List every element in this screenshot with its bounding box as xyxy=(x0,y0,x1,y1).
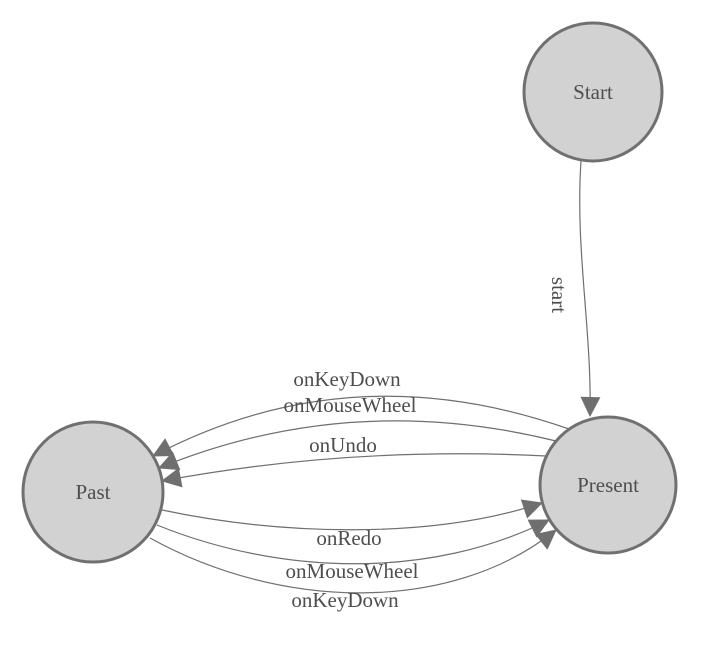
edge-past-to-present-onredo xyxy=(161,499,543,531)
state-node-past xyxy=(21,420,165,564)
edge-present-to-past-onundo xyxy=(161,453,547,488)
edge-label-onundo: onUndo xyxy=(309,433,377,457)
edge-label-onmousewheel-top: onMouseWheel xyxy=(284,393,417,417)
state-node-start-label: Start xyxy=(573,80,613,104)
state-node-past-label: Past xyxy=(75,480,110,504)
edge-label-onkeydown-bottom: onKeyDown xyxy=(291,588,399,612)
edge-label-onredo: onRedo xyxy=(316,526,381,550)
edge-label-start: start xyxy=(547,277,571,313)
state-node-present-label: Present xyxy=(577,473,639,497)
state-node-present xyxy=(538,415,678,555)
edge-present-to-past-onkeydown xyxy=(152,395,570,457)
edge-past-to-present-onkeydown xyxy=(149,529,557,594)
edge-label-onmousewheel-bottom: onMouseWheel xyxy=(286,559,419,583)
edge-label-onkeydown-top: onKeyDown xyxy=(293,367,401,391)
edge-present-to-past-onmousewheel xyxy=(158,420,557,471)
edge-start-to-present xyxy=(579,160,601,417)
state-node-start xyxy=(522,21,664,163)
edge-past-to-present-onmousewheel xyxy=(156,519,550,565)
